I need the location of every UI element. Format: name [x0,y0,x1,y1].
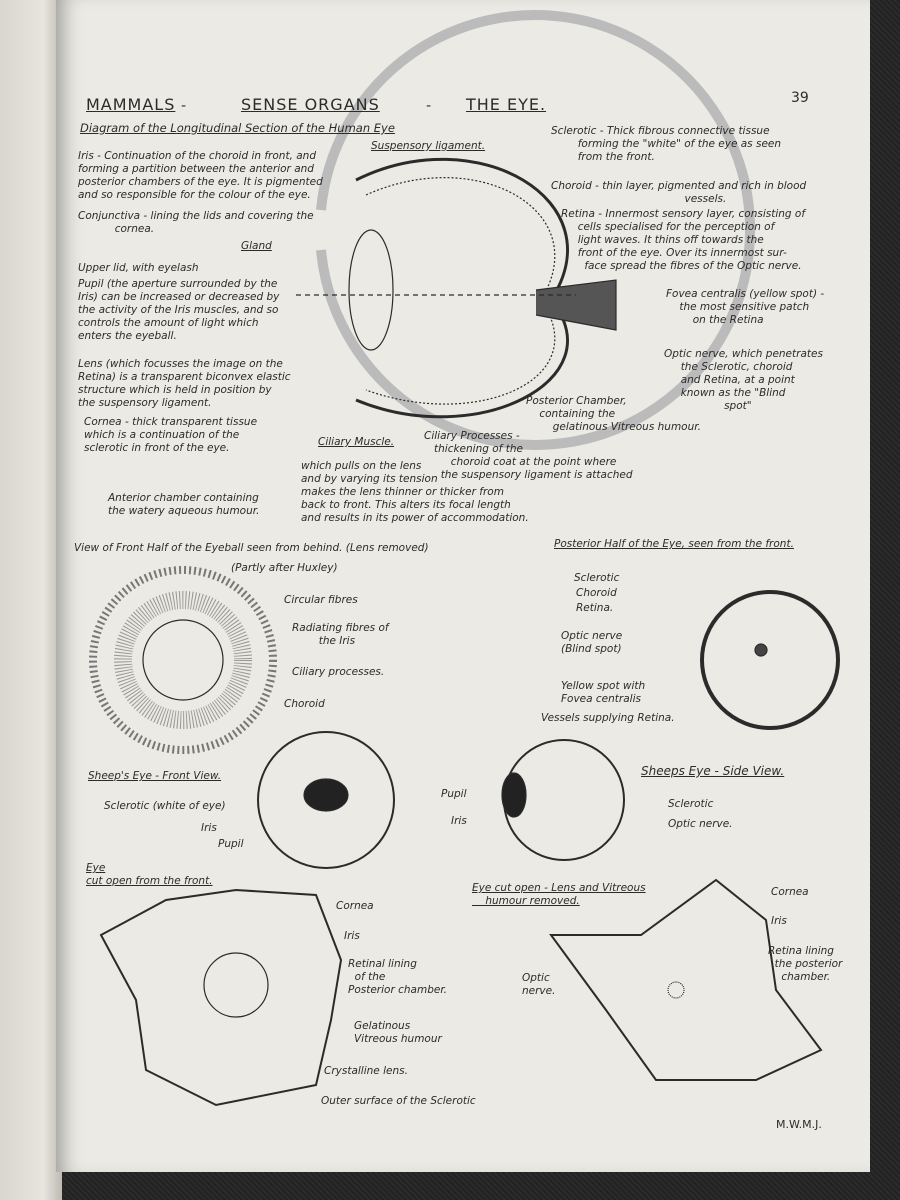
page-number: 39 [791,90,809,106]
section6-title: Eye cut open from the front. [86,862,213,887]
label-sclerotic-3: Sclerotic [574,572,620,584]
label-optic-nerve-3: Optic nerve (Blind spot) [561,630,623,655]
signature: M.W.M.J. [776,1118,822,1131]
label-crystalline-lens: Crystalline lens. [324,1065,408,1077]
label-retina-3: Retina. [576,602,614,614]
label-lens: Lens (which focusses the image on the Re… [78,358,291,409]
label-sclerotic-4: Sclerotic (white of eye) [104,800,226,812]
label-ciliary-processes: Ciliary Processes - thickening of the ch… [424,430,633,481]
header-mammals: MAMMALS [86,95,176,114]
section1-title: Diagram of the Longitudinal Section of t… [80,121,395,135]
label-circular-fibres: Circular fibres [284,594,358,606]
section3-title: Posterior Half of the Eye, seen from the… [554,538,794,550]
label-pupil-5: Pupil [441,788,467,800]
label-upper-lid: Upper lid, with eyelash [78,262,199,274]
label-optic-nerve-5: Optic nerve. [668,818,733,830]
label-pupil: Pupil (the aperture surrounded by the Ir… [78,278,280,342]
label-suspensory-ligament: Suspensory ligament. [371,140,486,152]
section4-title: Sheep's Eye - Front View. [88,770,222,782]
header-separator: - [426,98,432,114]
label-choroid: Choroid - thin layer, pigmented and rich… [551,180,807,205]
label-gland: Gland [241,240,272,252]
eye-cut-open-lens-removed-drawing [549,878,823,1081]
drawings [89,10,840,1107]
label-retina-lining-7: Retina lining the posterior chamber. [768,945,843,983]
label-iris-4: Iris [201,822,217,834]
book-page: MAMMALS - SENSE ORGANS - THE EYE. 39 Dia… [56,0,870,1172]
label-anterior-chamber: Anterior chamber containing the watery a… [108,492,260,517]
posterior-half-drawing [700,590,840,730]
header-the-eye: THE EYE. [466,95,547,114]
label-outer-surface: Outer surface of the Sclerotic [321,1095,476,1107]
label-sclerotic: Sclerotic - Thick fibrous connective tis… [551,125,782,163]
label-cornea-6: Cornea [336,900,374,912]
label-retinal-lining: Retinal lining of the Posterior chamber. [348,958,448,996]
label-cornea: Cornea - thick transparent tissue which … [84,416,258,454]
header-separator: - [181,98,187,114]
label-yellow-spot: Yellow spot with Fovea centralis [561,680,646,705]
label-iris: Iris - Continuation of the choroid in fr… [78,150,323,201]
label-vessels: Vessels supplying Retina. [541,712,675,724]
label-iris-6: Iris [344,930,360,942]
eye-longitudinal-section-drawing [296,10,756,450]
section5-title: Sheeps Eye - Side View. [641,764,785,778]
label-sclerotic-5: Sclerotic [668,798,714,810]
section2-subtitle: (Partly after Huxley) [231,562,338,574]
section7-title: Eye cut open - Lens and Vitreous humour … [472,882,646,907]
label-iris-7: Iris [771,915,787,927]
label-cornea-7: Cornea [771,886,809,898]
label-iris-5: Iris [451,815,467,827]
label-posterior-chamber: Posterior Chamber, containing the gelati… [526,395,701,433]
facing-page-edge [0,0,62,1200]
label-choroid-3: Choroid [576,587,617,599]
eye-cut-open-drawing [99,888,343,1107]
label-radiating-fibres: Radiating fibres of the Iris [292,622,389,647]
section2-title: View of Front Half of the Eyeball seen f… [74,542,429,554]
label-ciliary-muscle: Ciliary Muscle. [318,436,395,448]
label-retina: Retina - Innermost sensory layer, consis… [561,208,806,272]
label-fovea: Fovea centralis (yellow spot) - the most… [666,288,825,326]
label-optic-nerve-7: Optic nerve. [522,972,556,997]
label-conjunctiva: Conjunctiva - lining the lids and coveri… [78,210,314,235]
label-ciliary-processes-2: Ciliary processes. [292,666,385,678]
label-optic-nerve: Optic nerve, which penetrates the Sclero… [664,348,823,412]
front-half-eyeball-drawing [89,566,277,754]
label-ciliary-muscle-desc: which pulls on the lens and by varying i… [301,460,529,524]
label-choroid-2: Choroid [284,698,325,710]
label-vitreous: Gelatinous Vitreous humour [354,1020,442,1045]
header-sense-organs: SENSE ORGANS [241,95,380,114]
label-pupil-4: Pupil [218,838,244,850]
sheep-eye-front-drawing [257,731,395,869]
